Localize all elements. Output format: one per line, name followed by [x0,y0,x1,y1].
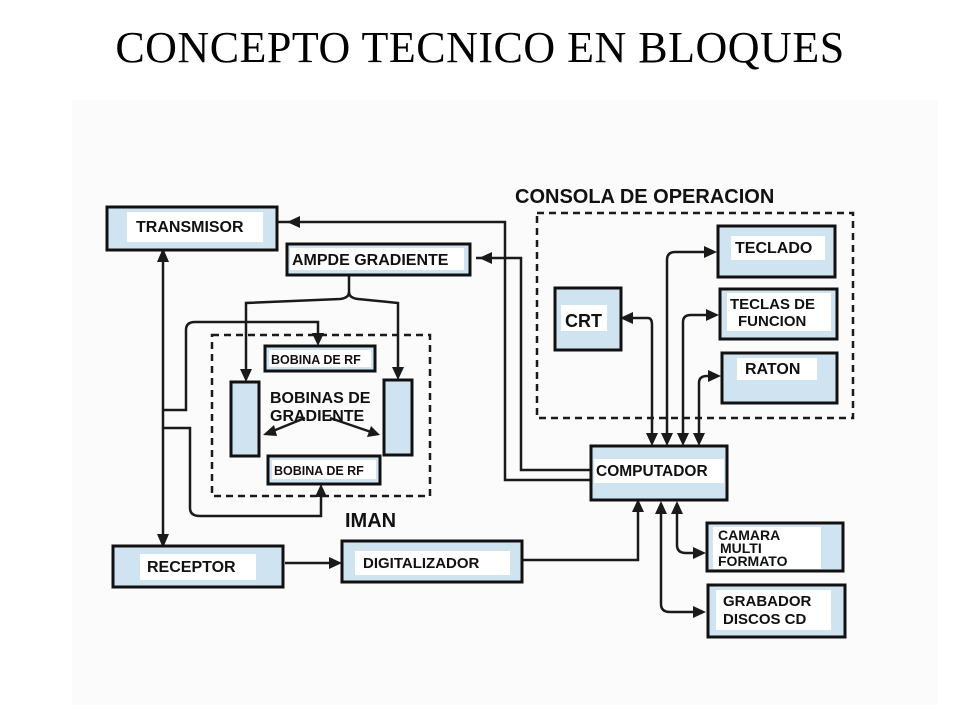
block-crt: CRT [553,286,623,352]
wire-gradient-label-right [329,416,375,435]
arrow-down-receptor [157,534,169,548]
receptor-label: RECEPTOR [147,559,236,576]
slide-title: CONCEPTO TECNICO EN BLOQUES [115,23,845,72]
wire-computador-crt [629,316,654,438]
block-raton: RATON [720,351,839,405]
wire-amp-right-coil [347,291,400,368]
block-computador: COMPUTADOR [589,444,729,502]
block-teclas-funcion: TECLAS DE FUNCION [718,287,839,341]
bobinas-gradiente-label-2: GRADIENTE [270,408,365,425]
wire-from-bobina-rf-bottom [163,426,323,518]
block-left-gradient-coil [229,380,261,458]
wire-computador-teclas [681,313,710,438]
arrow-into-transmisor [287,216,300,228]
teclas-funcion-label-1: TECLAS DE [730,296,815,313]
consola-frame [535,211,855,420]
arrow-right-coil [392,367,404,380]
camara-label-1: CAMARA [718,527,780,543]
teclas-funcion-label-2: FUNCION [738,313,806,330]
block-digitalizador: DIGITALIZADOR [340,539,524,584]
wire-computador-grabador [659,507,698,614]
wire-computador-transmisor [262,220,591,482]
arrow-gradient-right [367,426,380,437]
grabador-label-1: GRABADOR [723,593,811,610]
arrow-into-amp [479,252,492,264]
arrow-grabador [693,606,706,618]
arrow-bobina-rf-bottom [315,484,327,497]
digitalizador-label: DIGITALIZADOR [363,555,480,572]
arrow-camara [693,547,706,559]
arrow-raton [708,370,721,382]
arrow-left-coil [240,369,252,382]
arrow-crt [620,312,633,324]
wire-digitalizador-computador [522,507,640,562]
bobinas-gradiente-text: BOBINAS DE GRADIENTE [270,390,371,425]
raton-label: RATON [745,361,800,378]
block-amp-gradiente: AMPDE GRADIENTE [285,242,472,277]
transmisor-label: TRANSMISOR [136,219,244,236]
arrow-teclado [704,246,717,258]
camara-label-3: FORMATO [718,553,788,569]
arrow-into-digitalizador [329,557,342,569]
wire-computador-amp [476,256,591,472]
arrow-teclas [706,309,719,321]
arrow-camara-up [671,501,683,514]
bobina-rf-top-label: BOBINA DE RF [271,353,361,367]
block-teclado: TECLADO [716,224,837,279]
arrow-gradient-left [263,425,277,436]
grabador-label-2: DISCOS CD [723,611,807,628]
arrow-bobina-rf-top [312,333,324,346]
block-receptor: RECEPTOR [111,544,285,589]
computador-label: COMPUTADOR [596,463,708,480]
block-grabador-discos-cd: GRABADOR DISCOS CD [706,583,847,639]
crt-label: CRT [565,311,602,331]
block-bobina-rf-bottom: BOBINA DE RF [266,454,382,486]
block-transmisor: TRANSMISOR [105,205,279,252]
arrow-into-computador [632,499,644,512]
block-camara-multiformato: CAMARA MULTI FORMATO [705,521,845,573]
arrow-raton-down [693,433,705,446]
amp-gradiente-label: AMPDE GRADIENTE [292,252,449,269]
teclado-label: TECLADO [735,240,812,257]
wire-computador-raton [697,374,713,438]
arrow-grabador-up [655,501,667,514]
bobinas-gradiente-label-1: BOBINAS DE [270,390,371,407]
iman-label: IMAN [345,510,396,532]
block-bobina-rf-top: BOBINA DE RF [263,344,377,373]
arrow-up-transmisor [157,248,169,262]
block-right-gradient-coil [382,378,414,457]
wire-computador-teclado [665,250,708,438]
bobina-rf-bottom-label: BOBINA DE RF [274,464,364,478]
arrow-teclas-down [677,433,689,446]
camara-label-2: MULTI [720,540,762,556]
wire-computador-camara [675,507,698,555]
arrow-teclado-down [661,433,673,446]
wire-to-bobina-rf-top [163,320,320,412]
arrow-crt-down [646,433,658,446]
consola-label: CONSOLA DE OPERACION [515,186,774,208]
